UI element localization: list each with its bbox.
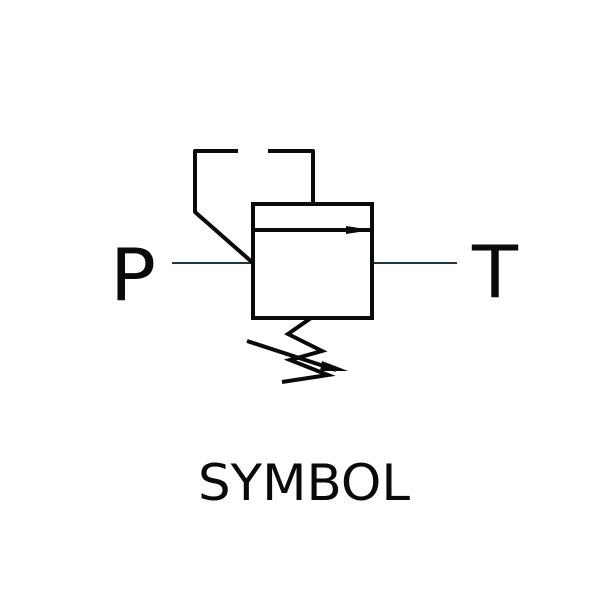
adjustable-arrow-icon [246,339,348,372]
pilot-line-inlet [193,149,255,265]
spring-icon [281,316,336,384]
port-p-label: P [110,233,156,317]
valve-body [251,202,374,320]
caption: SYMBOL [198,454,410,512]
pilot-line-drain [268,149,315,204]
port-t-label: T [471,230,519,314]
flow-arrow-icon [253,226,372,234]
